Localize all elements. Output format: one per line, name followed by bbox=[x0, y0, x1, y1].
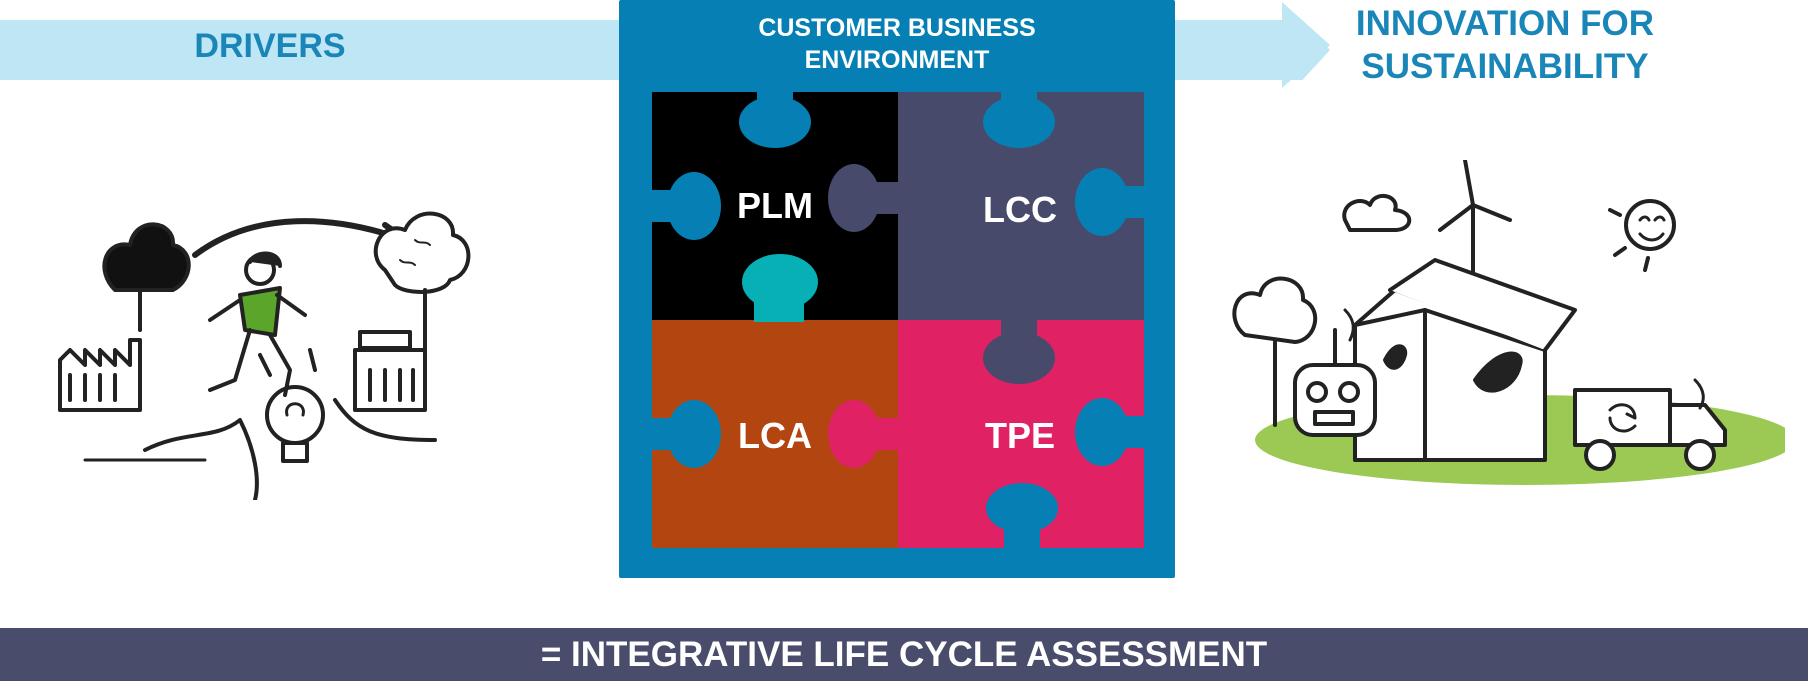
drivers-label: DRIVERS bbox=[194, 27, 346, 65]
leaf-icon bbox=[1473, 351, 1523, 393]
arrow-head-icon bbox=[1282, 2, 1330, 88]
knob bbox=[739, 96, 811, 148]
recycle-truck-icon bbox=[1573, 388, 1672, 447]
puzzle-svg bbox=[652, 92, 1144, 548]
sun-icon bbox=[1624, 199, 1676, 251]
knob bbox=[1075, 398, 1129, 466]
knob bbox=[986, 483, 1058, 533]
leaf-icon bbox=[1383, 344, 1408, 370]
curved-arrow-icon bbox=[192, 218, 408, 258]
frame-title-line-2: ENVIRONMENT bbox=[804, 46, 990, 74]
knob-stem bbox=[1124, 416, 1144, 448]
puzzle-label-lca: LCA bbox=[738, 415, 812, 456]
knob-stem bbox=[862, 182, 902, 214]
lightbulb-icon bbox=[265, 385, 325, 445]
innovation-heading: INNOVATION FOR SUSTAINABILITY bbox=[1300, 2, 1710, 88]
puzzle-label-tpe: TPE bbox=[984, 415, 1055, 456]
person-shirt bbox=[238, 286, 282, 337]
knob-stem bbox=[1001, 314, 1037, 344]
cloud-icon bbox=[1342, 194, 1412, 232]
footer-bar bbox=[0, 628, 1808, 681]
tree-icon bbox=[1232, 276, 1318, 344]
knob bbox=[667, 400, 721, 468]
knob-stem bbox=[862, 418, 902, 450]
knob-stem bbox=[754, 288, 804, 322]
knob-stem bbox=[652, 190, 672, 222]
puzzle-grid: PLM LCC LCA TPE bbox=[652, 92, 1144, 548]
knob bbox=[983, 96, 1055, 148]
light-tree-icon bbox=[373, 211, 471, 294]
sustainable-factory-illustration bbox=[1232, 160, 1785, 485]
knob-stem bbox=[1124, 186, 1144, 218]
recycle-icon bbox=[1608, 403, 1637, 433]
factory-to-tree-illustration bbox=[58, 211, 471, 500]
knob bbox=[667, 172, 721, 240]
knob-stem bbox=[1001, 92, 1037, 104]
knob-stem bbox=[652, 418, 672, 450]
frame-title: CUSTOMER BUSINESS ENVIRONMENT bbox=[619, 12, 1175, 76]
knob bbox=[1075, 168, 1129, 236]
knob-plm-into-lcc bbox=[828, 164, 880, 232]
innovation-line-1: INNOVATION FOR bbox=[1355, 4, 1655, 43]
puzzle-label-plm: PLM bbox=[737, 185, 813, 226]
puzzle-label-lcc: LCC bbox=[983, 189, 1057, 230]
knob-lca-into-tpe bbox=[828, 400, 880, 468]
knob-stem bbox=[1004, 522, 1040, 548]
frame-title-line-1: CUSTOMER BUSINESS bbox=[758, 14, 1036, 42]
footer-text: = INTEGRATIVE LIFE CYCLE ASSESSMENT bbox=[540, 635, 1268, 674]
knob-lcc-into-tpe bbox=[983, 332, 1055, 384]
dark-tree-icon bbox=[102, 222, 191, 292]
innovation-line-2: SUSTAINABILITY bbox=[1361, 47, 1649, 86]
knob-stem bbox=[757, 92, 793, 104]
